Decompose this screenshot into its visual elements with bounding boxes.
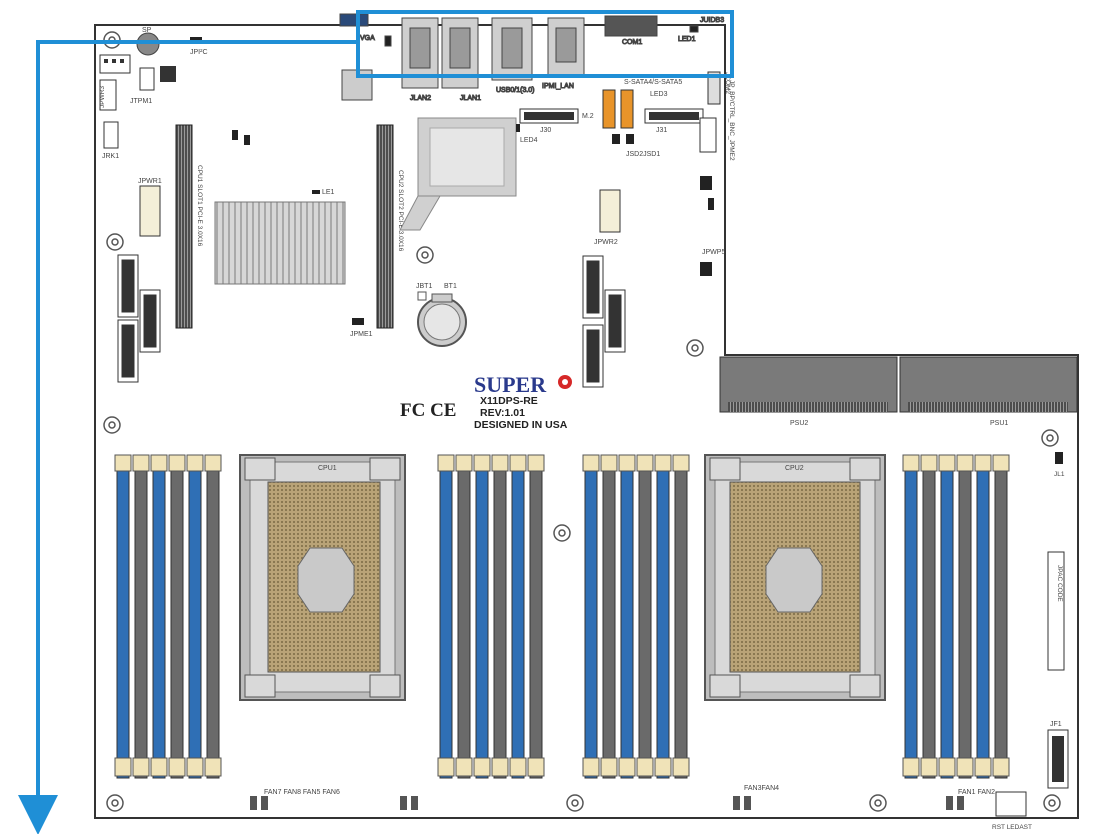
chipset-heatsink <box>214 201 346 285</box>
label-jpwr1: JPWR1 <box>138 178 162 185</box>
label-fans-left: FAN7 FAN8 FAN5 FAN6 <box>264 789 340 796</box>
label-jl1: JL1 <box>1054 471 1065 478</box>
header-b <box>160 66 176 82</box>
label-led1: LED1 <box>678 36 696 43</box>
header-jrk1 <box>103 121 119 149</box>
header-jpwr2 <box>599 189 621 233</box>
label-fans-mid: FAN3FAN4 <box>744 785 779 792</box>
jumper-jpme1 <box>352 318 364 325</box>
pcie-slot-cpu1 <box>175 124 193 329</box>
right-connectors <box>582 255 626 388</box>
header-jtpm1 <box>139 67 155 91</box>
jumper-jwd1 <box>708 198 714 210</box>
label-jf1: JF1 <box>1050 721 1062 728</box>
dimm-group-2 <box>439 457 543 779</box>
revision-label: REV:1.01 <box>480 407 525 419</box>
label-jlan2: JLAN2 <box>410 95 431 102</box>
label-cpu1: CPU1 <box>318 465 337 472</box>
label-jsd: JSD2JSD1 <box>626 151 660 158</box>
label-vroc: JPAC CODE <box>1056 565 1063 602</box>
jumper-jbr1 <box>700 176 712 190</box>
jumper-jl1 <box>1055 452 1063 464</box>
label-com1: COM1 <box>622 39 642 46</box>
label-ipmi-lan: IPMI_LAN <box>542 83 574 90</box>
label-rst: RST LEDAST <box>992 824 1032 831</box>
left-connectors <box>117 254 161 383</box>
label-le1: LE1 <box>322 189 335 196</box>
reset-button <box>995 791 1027 817</box>
com1-port <box>604 15 658 37</box>
label-psu1: PSU1 <box>990 420 1008 427</box>
label-jbt1: JBT1 <box>416 283 432 290</box>
label-jpi2c: JPI²C <box>190 49 208 56</box>
label-led3: LED3 <box>650 91 668 98</box>
label-jpme1: JPME1 <box>350 331 373 338</box>
label-jpbp: JP_BP/CTRL_BNC_JPME2 <box>728 80 735 161</box>
header-a <box>99 54 131 74</box>
label-led4: LED4 <box>520 137 538 144</box>
header-jpbp <box>699 117 717 153</box>
label-cpu2: CPU2 <box>785 465 804 472</box>
label-jrk1: JRK1 <box>102 153 119 160</box>
certifications: FC CE <box>400 400 456 421</box>
label-jpwp5: JPWP5 <box>702 249 725 256</box>
label-cpu1-slot: CPU1 SLOT1 PCI-E 3.0X16 <box>196 165 203 247</box>
label-cpu2-slot: CPU2 SLOT2 PCI-E 3.0X16 <box>397 170 404 252</box>
label-usb: USB0/1(3.0) <box>496 87 535 94</box>
label-vga: VGA <box>360 35 375 42</box>
label-jcom2: JCOM2 <box>724 72 731 94</box>
label-sp: SP <box>142 27 152 34</box>
header-jpwr3 <box>99 79 117 111</box>
dimm-latches-2 <box>437 454 545 777</box>
dimm-latches-1 <box>114 454 222 777</box>
origin-label: DESIGNED IN USA <box>474 419 568 431</box>
label-j30: J30 <box>540 127 551 134</box>
jumper-misc-1 <box>384 35 392 47</box>
dimm-group-4 <box>904 457 1008 779</box>
fan-headers <box>250 796 964 810</box>
label-fans-right: FAN1 FAN2 <box>958 789 995 796</box>
cpu1-socket <box>239 454 406 701</box>
highlight-arrow <box>18 40 358 835</box>
vga-connector <box>339 13 369 27</box>
dimm-group-3 <box>584 457 688 779</box>
vroc-connector <box>1047 551 1065 671</box>
label-j31: J31 <box>656 127 667 134</box>
label-jtpm1: JTPM1 <box>130 98 152 105</box>
header-jpwr1 <box>139 185 161 237</box>
header-jcom2 <box>707 71 721 105</box>
model-label: X11DPS-RE <box>480 395 538 407</box>
dimm-latches-3 <box>582 454 690 777</box>
sata-port-4 <box>602 89 616 129</box>
header-jpwp5 <box>700 262 712 276</box>
label-jlan1: JLAN1 <box>460 95 481 102</box>
dimm-latches-4 <box>902 454 1010 777</box>
label-jpwr3: JPWR3 <box>99 86 106 108</box>
label-sata: S-SATA4/S-SATA5 <box>624 79 682 86</box>
sata-port-5 <box>620 89 634 129</box>
label-psu2: PSU2 <box>790 420 808 427</box>
label-jpwr2: JPWR2 <box>594 239 618 246</box>
label-juid: JUIDB3 <box>700 17 724 24</box>
label-m2: M.2 <box>582 113 594 120</box>
cpu2-socket <box>704 454 886 701</box>
mounting-holes <box>103 31 1061 812</box>
pcie-slot-cpu2 <box>376 124 394 329</box>
brand-logo: SUPER <box>474 372 547 397</box>
label-bt1: BT1 <box>444 283 457 290</box>
rear-io: VGA JLAN2 JLAN1 USB0/1(3.0) IPMI_LAN COM… <box>339 13 725 103</box>
